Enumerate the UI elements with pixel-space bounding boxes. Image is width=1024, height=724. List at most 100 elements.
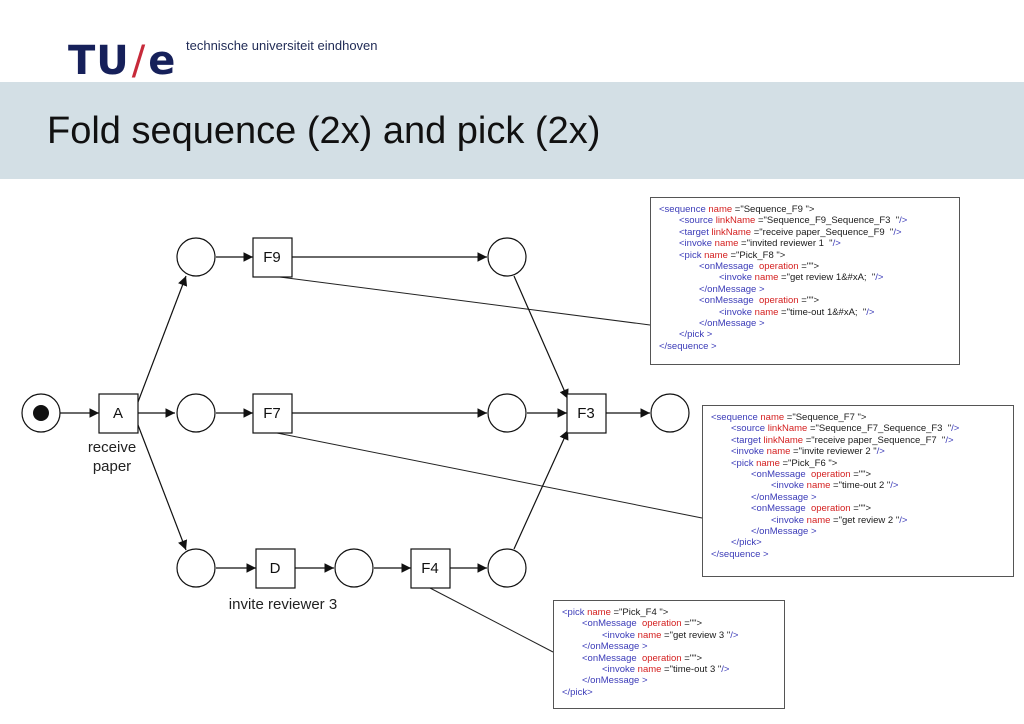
transition-f9 <box>252 237 293 278</box>
place-p7 <box>487 548 527 588</box>
code-line: </onMessage > <box>562 641 778 652</box>
logo-tu: TU <box>68 38 130 84</box>
place-p2 <box>176 393 216 433</box>
code-token: > <box>810 491 817 503</box>
place-p5 <box>487 393 527 433</box>
code-line: <pick name ="Pick_F8 "> <box>659 250 953 261</box>
code-line: <invoke name ="get review 3 "/> <box>562 630 778 641</box>
code-token: /> <box>890 480 899 492</box>
code-token: name <box>708 204 733 215</box>
arc-a-p3 <box>137 424 188 551</box>
code-token: =""> <box>850 503 872 515</box>
code-token: /> <box>721 664 730 676</box>
connector-f7 <box>271 431 703 519</box>
tue-logo: TU/e <box>68 38 176 84</box>
code-line: </pick> <box>711 537 1007 548</box>
connector-f9 <box>271 275 651 326</box>
code-token: =""> <box>798 261 820 273</box>
place-end <box>650 393 690 433</box>
code-line: <pick name ="Pick_F6 "> <box>711 458 1007 469</box>
code-token: ="time-out 1&#xA; " <box>778 306 867 318</box>
label-receive: receive <box>88 439 136 456</box>
logo-e: e <box>148 38 177 84</box>
code-token: =""> <box>850 469 872 481</box>
code-token: name <box>704 249 728 261</box>
transition-f4 <box>410 548 451 589</box>
code-connectors <box>271 275 703 653</box>
code-token: <onMessage <box>751 503 809 515</box>
label-f4: F4 <box>421 560 439 577</box>
code-token: operation <box>808 503 851 515</box>
code-token: ="Pick_F8 "> <box>727 249 786 261</box>
arc-a-p1 <box>137 275 188 403</box>
transition-d <box>255 548 296 589</box>
code-line: <onMessage operation =""> <box>711 469 1007 480</box>
code-token: <onMessage <box>582 652 640 664</box>
code-line: <onMessage operation =""> <box>711 503 1007 514</box>
code-token: <target <box>679 226 712 238</box>
code-line: <source linkName ="Sequence_F7_Sequence_… <box>711 423 1007 434</box>
code-token: name <box>754 306 779 318</box>
label-f3: F3 <box>577 405 595 422</box>
connector-f4 <box>429 587 554 653</box>
code-token: =""> <box>681 618 703 630</box>
code-box-sequence-f7: <sequence name ="Sequence_F7 "><source l… <box>702 405 1014 577</box>
code-token: </pick <box>679 329 707 341</box>
label-f7: F7 <box>263 405 281 422</box>
code-token: ="Pick_F4 "> <box>610 607 669 618</box>
code-token: /> <box>875 272 884 284</box>
code-token: ="Sequence_F9 "> <box>732 204 815 215</box>
code-token: > <box>810 526 817 538</box>
code-token: ="time-out 2 " <box>830 480 891 492</box>
title-band: Fold sequence (2x) and pick (2x) <box>0 82 1024 179</box>
code-line: <invoke name ="invite reviewer 2 "/> <box>711 446 1007 457</box>
code-line: </pick > <box>659 329 953 340</box>
code-token: </sequence <box>711 548 764 560</box>
code-token: linkName <box>711 226 752 238</box>
code-line: <invoke name ="time-out 1&#xA; "/> <box>659 307 953 318</box>
code-token: </onMessage <box>751 526 811 538</box>
logo-slash: / <box>131 38 147 84</box>
code-token: /> <box>945 434 954 446</box>
code-token: ="Sequence_F7 "> <box>784 412 867 423</box>
code-token: name <box>714 238 739 250</box>
code-token: <source <box>679 215 716 227</box>
code-token: > <box>758 283 765 295</box>
code-token: > <box>587 686 593 698</box>
code-token: <sequence <box>659 204 709 215</box>
code-token: linkName <box>715 215 756 227</box>
code-line: <onMessage operation =""> <box>562 653 778 664</box>
code-line: <source linkName ="Sequence_F9_Sequence_… <box>659 215 953 226</box>
code-token: <onMessage <box>751 469 809 481</box>
code-line: <onMessage operation =""> <box>562 618 778 629</box>
code-token: operation <box>639 652 682 664</box>
code-token: /> <box>876 446 885 458</box>
code-token: name <box>754 272 779 284</box>
code-token: /> <box>832 238 841 250</box>
code-token: ="get review 3 " <box>661 629 731 641</box>
place-p3 <box>176 548 216 588</box>
place-p1 <box>176 237 216 277</box>
code-token: > <box>641 675 648 687</box>
code-token: <pick <box>679 249 705 261</box>
code-token: linkName <box>763 434 804 446</box>
code-line: </onMessage > <box>711 526 1007 537</box>
university-name: technische universiteit eindhoven <box>186 38 378 53</box>
code-token: <invoke <box>719 306 755 318</box>
code-token: =""> <box>798 295 820 307</box>
code-token: <invoke <box>771 480 807 492</box>
code-token: <pick <box>562 607 588 618</box>
label-paper: paper <box>93 458 131 475</box>
code-token: /> <box>730 629 739 641</box>
slide-title: Fold sequence (2x) and pick (2x) <box>47 110 601 152</box>
code-token: ="Sequence_F7_Sequence_F3 " <box>807 423 952 435</box>
code-token: =""> <box>681 652 703 664</box>
code-token: </pick <box>562 686 588 698</box>
code-token: /> <box>893 226 902 238</box>
label-invite-reviewer-3: invite reviewer 3 <box>229 596 337 613</box>
token <box>33 405 49 421</box>
code-token: ="invited reviewer 1 " <box>738 238 833 250</box>
code-token: <invoke <box>679 238 715 250</box>
code-token: </sequence <box>659 340 712 352</box>
place-p6 <box>334 548 374 588</box>
